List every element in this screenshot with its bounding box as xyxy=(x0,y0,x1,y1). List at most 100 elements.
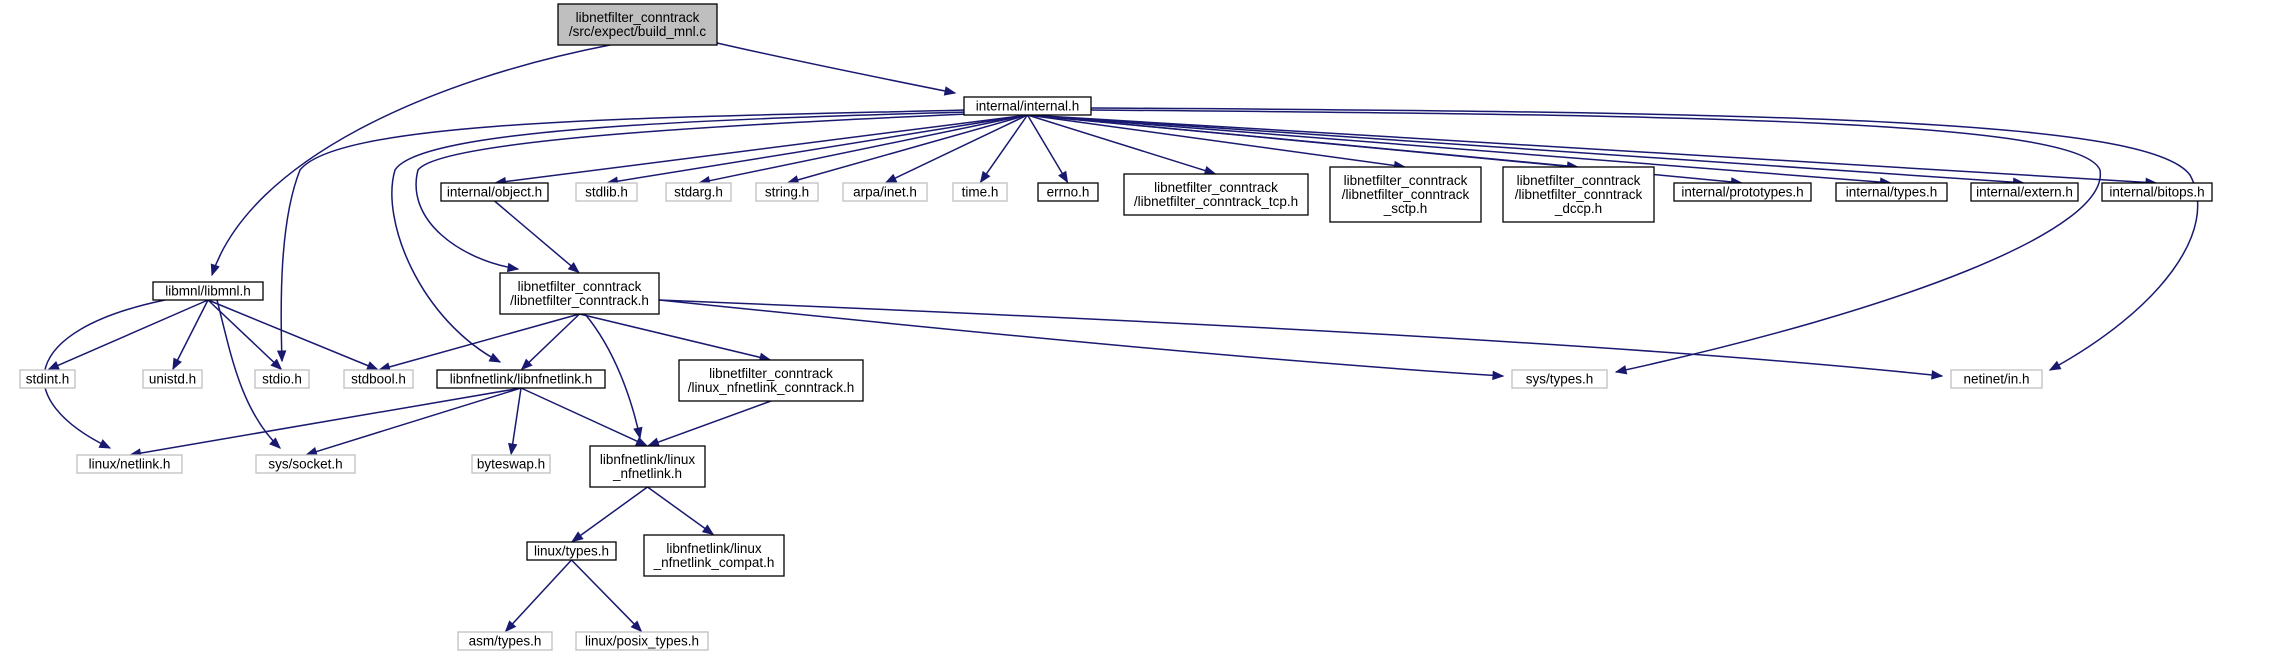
node-label: /src/expect/build_mnl.c xyxy=(569,24,707,39)
edge-internal_object-to-ct_main xyxy=(494,200,580,274)
edge-line xyxy=(579,313,771,361)
node-label: /libnetfilter_conntrack.h xyxy=(510,293,649,308)
node-linux-nfnetlink[interactable]: libnfnetlink/linux_nfnetlink.h xyxy=(589,445,706,488)
node-box xyxy=(1329,166,1482,223)
edge-arrowhead xyxy=(1492,370,1505,381)
edge-linux_types-to-asm_types xyxy=(504,559,573,633)
edge-line xyxy=(570,559,642,632)
edge-internal_internal-to-ct_tcp xyxy=(1027,114,1217,176)
edge-libmnl-to-sys_socket xyxy=(216,299,281,449)
node-label: sys/types.h xyxy=(1526,372,1594,387)
edge-line xyxy=(207,299,378,371)
edge-linux_nfnetlink-to-nfnetlink_compat xyxy=(647,486,715,536)
edge-arrowhead xyxy=(1931,370,1944,380)
node-label: stdbool.h xyxy=(351,372,406,387)
edge-line xyxy=(1027,114,1405,168)
node-box xyxy=(152,281,264,301)
node-label: libnetfilter_conntrack xyxy=(1517,173,1641,188)
node-ct-dccp[interactable]: libnetfilter_conntrack/libnetfilter_conn… xyxy=(1502,166,1655,223)
edge-line xyxy=(379,313,580,371)
node-libmnl[interactable]: libmnl/libmnl.h xyxy=(152,281,264,301)
node-label: libmnl/libmnl.h xyxy=(165,284,251,299)
edge-libmnl-to-stdbool xyxy=(207,299,379,371)
edge-line xyxy=(648,400,772,447)
node-internal-extern[interactable]: internal/extern.h xyxy=(1970,182,2079,202)
edge-line xyxy=(1090,107,2199,371)
node-internal-types[interactable]: internal/types.h xyxy=(1835,182,1948,202)
node-root[interactable]: libnetfilter_conntrack/src/expect/build_… xyxy=(557,3,718,46)
edge-internal_internal-to-string xyxy=(786,114,1028,185)
edge-root-to-internal_internal xyxy=(716,42,957,96)
node-linux-nfnetlink-conntrack[interactable]: libnetfilter_conntrack/linux_nfnetlink_c… xyxy=(678,359,864,402)
edge-line xyxy=(43,299,166,449)
edge-linux_nfnetlink-to-linux_types xyxy=(571,486,648,543)
node-nfnetlink-compat[interactable]: libnfnetlink/linux_nfnetlink_compat.h xyxy=(643,534,785,577)
edge-ct_main-to-sys_types xyxy=(658,299,1505,381)
edge-arrowhead xyxy=(98,439,112,449)
node-asm-types: asm/types.h xyxy=(457,631,553,651)
edge-line xyxy=(571,486,648,543)
node-internal-internal[interactable]: internal/internal.h xyxy=(963,96,1092,116)
node-box xyxy=(575,631,709,651)
node-internal-prototypes[interactable]: internal/prototypes.h xyxy=(1673,182,1812,202)
node-box xyxy=(755,182,819,202)
edge-arrowhead xyxy=(172,357,182,371)
node-libnfnetlink[interactable]: libnfnetlink/libnfnetlink.h xyxy=(436,369,606,389)
node-ct-tcp[interactable]: libnetfilter_conntrack/libnetfilter_conn… xyxy=(1123,173,1309,216)
node-label: asm/types.h xyxy=(469,634,542,649)
node-label: sys/socket.h xyxy=(268,457,342,472)
edge-line xyxy=(658,299,1504,377)
edge-arrowhead xyxy=(2048,360,2062,371)
node-label: libnfnetlink/linux xyxy=(666,541,762,556)
edge-arrowhead xyxy=(520,358,533,371)
edge-line xyxy=(391,111,969,363)
edge-line xyxy=(505,559,573,632)
node-box xyxy=(436,369,606,389)
edge-arrowhead xyxy=(269,437,281,449)
edge-line xyxy=(658,299,1943,377)
node-ct-main[interactable]: libnetfilter_conntrack/libnetfilter_conn… xyxy=(499,272,660,315)
edge-arrowhead xyxy=(488,352,502,363)
edge-arrowhead xyxy=(366,361,379,371)
node-box xyxy=(963,96,1092,116)
edge-line xyxy=(647,486,714,536)
node-label: stdarg.h xyxy=(674,185,723,200)
node-errno[interactable]: errno.h xyxy=(1037,182,1099,202)
edge-line xyxy=(584,313,641,439)
node-label: unistd.h xyxy=(149,372,196,387)
edge-line xyxy=(1027,114,1891,184)
edge-arrowhead xyxy=(647,437,660,447)
edge-internal_internal-to-arpa_inet xyxy=(884,114,1028,184)
edge-line xyxy=(130,387,522,456)
node-internal-object[interactable]: internal/object.h xyxy=(440,182,549,202)
node-box xyxy=(643,534,785,577)
node-label: /linux_nfnetlink_conntrack.h xyxy=(688,380,855,395)
node-label: _nfnetlink.h xyxy=(612,466,682,481)
node-internal-bitops[interactable]: internal/bitops.h xyxy=(2101,182,2213,202)
edge-line xyxy=(415,113,969,270)
edge-arrowhead xyxy=(979,170,991,184)
node-stdint: stdint.h xyxy=(19,369,76,389)
node-box xyxy=(471,454,551,474)
node-linux-types[interactable]: linux/types.h xyxy=(526,541,617,561)
edge-arrowhead xyxy=(1058,170,1069,184)
edge-internal_internal-to-ct_sctp xyxy=(1027,114,1406,171)
node-box xyxy=(1511,369,1608,389)
node-label: time.h xyxy=(962,185,999,200)
edge-internal_internal-to-stdio xyxy=(276,109,969,363)
edge-internal_internal-to-errno xyxy=(1026,114,1069,184)
edge-line xyxy=(1027,114,2157,184)
node-ct-sctp[interactable]: libnetfilter_conntrack/libnetfilter_conn… xyxy=(1329,166,1482,223)
edge-libnfnetlink-to-byteswap xyxy=(508,387,522,456)
edges-layer xyxy=(43,42,2199,633)
node-label: linux/types.h xyxy=(534,544,609,559)
node-box xyxy=(1835,182,1948,202)
edge-line xyxy=(521,313,581,370)
node-unistd: unistd.h xyxy=(142,369,203,389)
node-label: /libnetfilter_conntrack xyxy=(1515,187,1643,202)
node-label: libnetfilter_conntrack xyxy=(709,366,833,381)
edge-line xyxy=(494,200,580,273)
node-box xyxy=(575,182,638,202)
edge-internal_internal-to-sys_types xyxy=(1090,109,2101,375)
node-box xyxy=(440,182,549,202)
